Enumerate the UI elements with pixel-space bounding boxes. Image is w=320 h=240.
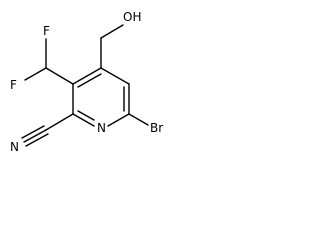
- atom-label-nitrile-nitrogen: N: [10, 140, 19, 154]
- structure-canvas: OH F F N Br N: [0, 0, 194, 178]
- bond-nitrile-3: [25, 133, 49, 147]
- bond-c2-cn: [45, 113, 74, 131]
- atom-label-fluorine-bottom: F: [10, 78, 17, 92]
- bond-nitrile-2: [21, 125, 45, 139]
- bond-ring-c3-c4: [72, 67, 102, 85]
- bond-chf2-f-bottom: [24, 67, 47, 81]
- atom-label-bromine: Br: [150, 121, 163, 135]
- atom-label-ring-nitrogen: N: [97, 121, 106, 135]
- bond-ring-n-c2: [72, 113, 95, 127]
- bond-ring-c3-c4-inner: [77, 73, 102, 88]
- molecule-structure: OH F F N Br N: [10, 10, 163, 154]
- atom-label-fluorine-top: F: [43, 24, 50, 38]
- atom-label-hydroxyl: OH: [123, 10, 141, 24]
- bond-nitrile-1: [23, 129, 47, 143]
- bond-c6-br: [128, 113, 149, 126]
- bond-c3-chf2: [45, 67, 74, 85]
- bond-ring-n-c2-inner: [77, 110, 95, 121]
- bond-ring-c6-n: [107, 113, 130, 127]
- bond-ring-c4-c5: [100, 67, 130, 85]
- bond-ch2-oh: [100, 24, 124, 39]
